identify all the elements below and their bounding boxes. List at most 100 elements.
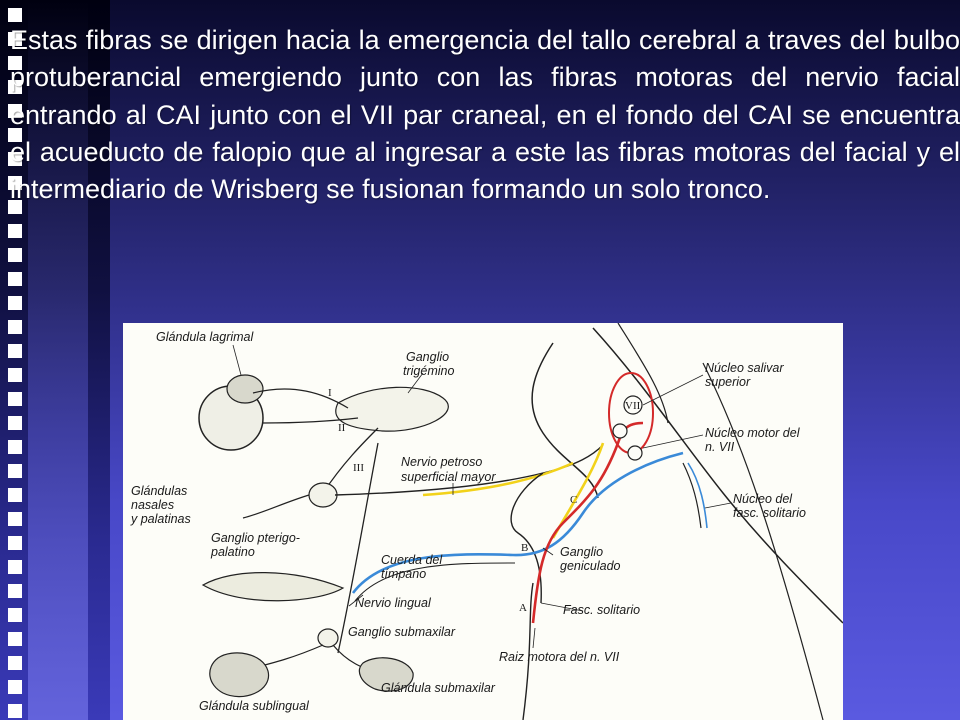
bullet-square: [8, 224, 22, 238]
bullet-square: [8, 296, 22, 310]
label-nervio-petroso-2: superficial mayor: [401, 470, 496, 484]
bullet-square: [8, 176, 22, 190]
salivary-nucleus-circle: [612, 423, 628, 439]
lacrimal-gland-shape: [226, 374, 264, 404]
bullet-square: [8, 32, 22, 46]
label-ganglio-geniculado-2: geniculado: [560, 559, 621, 573]
label-cuerda-timpano-1: Cuerda del: [381, 553, 443, 567]
facial-nerve-diagram: Glándula lagrimal Ganglio trigémino Núcl…: [123, 323, 843, 720]
leader-raiz: [532, 627, 536, 649]
bullet-square: [8, 320, 22, 334]
label-marker-A: A: [519, 602, 527, 614]
label-glandula-submaxilar: Glándula submaxilar: [381, 681, 496, 695]
bullet-square: [8, 200, 22, 214]
label-roman-II: II: [338, 422, 346, 434]
bullet-square: [8, 80, 22, 94]
label-ganglio-pterigo-2: palatino: [210, 545, 255, 559]
bullet-square: [8, 344, 22, 358]
left-decorative-strip: [0, 0, 110, 720]
bullet-square: [8, 512, 22, 526]
bullet-square: [8, 632, 22, 646]
label-raiz-motora: Raiz motora del n. VII: [499, 650, 620, 664]
bullet-square: [8, 656, 22, 670]
label-nervio-petroso-1: Nervio petroso: [401, 455, 482, 469]
bullet-square: [8, 680, 22, 694]
bullet-square: [8, 440, 22, 454]
motor-nucleus-circle: [627, 445, 643, 461]
left-strip-highlight: [28, 0, 88, 720]
bullet-square: [8, 272, 22, 286]
label-marker-C: C: [570, 494, 577, 506]
label-nucleo-fasc-1: Núcleo del: [733, 492, 793, 506]
bullet-square: [8, 56, 22, 70]
bullet-squares-column: [8, 0, 24, 720]
label-marker-B: B: [521, 542, 528, 554]
submaxillary-gland-shape: [358, 657, 414, 692]
bullet-square: [8, 368, 22, 382]
label-glandula-lagrimal: Glándula lagrimal: [156, 330, 254, 344]
bullet-square: [8, 488, 22, 502]
label-nucleo-salivar-1: Núcleo salivar: [705, 361, 784, 375]
sublingual-gland-shape: [209, 652, 270, 698]
brainstem-inner: [702, 362, 824, 720]
brainstem-outline-right: [592, 327, 843, 624]
leader-fasc: [704, 502, 732, 509]
branch-I: [252, 388, 349, 409]
label-marker-VII: VII: [625, 400, 641, 412]
bullet-square: [8, 464, 22, 478]
leader-nucleo-motor: [642, 434, 704, 449]
nasal-branch: [242, 494, 310, 519]
label-glandulas-nasales-2: nasales: [131, 498, 174, 512]
leader-fasc-solitario: [540, 602, 584, 612]
submaxillary-ganglion-shape: [317, 628, 339, 648]
branch-II: [262, 417, 359, 424]
bullet-square: [8, 248, 22, 262]
branch-III: [322, 427, 379, 494]
facial-trunk-down: [522, 582, 534, 720]
nucleus-VII-circle: [623, 395, 643, 415]
label-nucleo-salivar-2: superior: [705, 375, 751, 389]
label-ganglio-submaxilar: Ganglio submaxilar: [348, 625, 456, 639]
bullet-square: [8, 608, 22, 622]
trigeminal-ganglion-shape: [335, 386, 449, 432]
bullet-square: [8, 704, 22, 718]
chorda-outline: [354, 562, 516, 602]
bullet-square: [8, 8, 22, 22]
mandibular-nerve: [337, 442, 379, 654]
label-ganglio-trigemino-2: trigémino: [403, 364, 454, 378]
label-glandulas-nasales-1: Glándulas: [131, 484, 187, 498]
tongue-shape: [201, 572, 345, 602]
label-roman-III: III: [353, 462, 364, 474]
label-nervio-lingual: Nervio lingual: [355, 596, 432, 610]
label-cuerda-timpano-2: tímpano: [381, 567, 426, 581]
solitary-nucleus-shape: [682, 462, 702, 529]
bullet-square: [8, 536, 22, 550]
brainstem-curve: [617, 323, 669, 424]
label-roman-I: I: [328, 387, 332, 399]
leader-lingual: [348, 594, 364, 607]
label-ganglio-geniculado-1: Ganglio: [560, 545, 603, 559]
leader-lagrimal: [232, 344, 242, 376]
label-nucleo-fasc-2: fasc. solitario: [733, 506, 806, 520]
diagram-svg: Glándula lagrimal Ganglio trigémino Núcl…: [130, 323, 843, 720]
yellow-fiber-petrosal: [422, 461, 574, 497]
pterygopalatine-ganglion-shape: [308, 482, 338, 508]
slide-paragraph: Estas fibras se dirigen hacia la emergen…: [10, 25, 960, 205]
bullet-square: [8, 104, 22, 118]
label-fasc-solitario: Fasc. solitario: [563, 603, 640, 617]
bullet-square: [8, 416, 22, 430]
bullet-square: [8, 392, 22, 406]
label-nucleo-motor-1: Núcleo motor del: [705, 426, 801, 440]
leader-trigemino: [407, 372, 424, 394]
leader-nucleo-salivar: [642, 374, 704, 406]
label-glandula-sublingual: Glándula sublingual: [199, 699, 310, 713]
bullet-square: [8, 128, 22, 142]
bullet-square: [8, 560, 22, 574]
petrosal-nerve-line: [334, 444, 604, 496]
bullet-square: [8, 584, 22, 598]
label-glandulas-nasales-3: y palatinas: [130, 512, 191, 526]
bullet-square: [8, 152, 22, 166]
solitary-blue: [687, 462, 708, 529]
label-ganglio-trigemino-1: Ganglio: [406, 350, 449, 364]
label-nucleo-motor-2: n. VII: [705, 440, 735, 454]
